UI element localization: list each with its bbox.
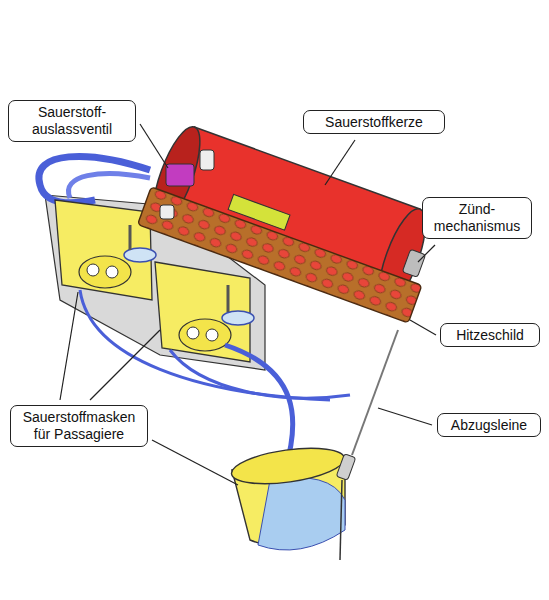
mask-housing-front xyxy=(179,319,231,351)
bracket-rod xyxy=(129,225,132,250)
pull-wire xyxy=(340,480,342,560)
callout-box: Sauerstoffkerze xyxy=(303,110,445,135)
callout-box: Abzugsleine xyxy=(437,413,541,438)
fitting-ring xyxy=(187,327,199,339)
leader-line xyxy=(410,320,436,335)
fitting xyxy=(200,150,214,170)
callout-box: Zünd- mechanismus xyxy=(422,197,532,239)
mask-housing-front xyxy=(79,256,131,288)
mask-rim xyxy=(229,442,346,490)
hose-coil xyxy=(124,248,156,262)
mask-bag xyxy=(258,478,345,551)
leader-line xyxy=(325,140,355,185)
callout-label: Sauerstoffmasken für Passagiere xyxy=(17,409,141,443)
leader-line xyxy=(140,124,168,168)
bracket-rod xyxy=(227,285,230,312)
callout-box: Hitzeschild xyxy=(440,323,540,348)
leader-line xyxy=(418,245,435,262)
mask-hose xyxy=(170,350,350,398)
mask-hose xyxy=(80,290,330,400)
leader-line xyxy=(152,440,238,485)
callout-box: Sauerstoff- auslassventil xyxy=(8,100,136,142)
callout-label: Zünd- mechanismus xyxy=(429,201,525,235)
outlet-valve xyxy=(166,164,194,186)
pull-line xyxy=(352,330,398,455)
oxygen-candle-group xyxy=(138,120,447,323)
hose-coil xyxy=(222,311,254,325)
fitting xyxy=(160,205,174,219)
leader-line xyxy=(60,292,78,400)
leader-line xyxy=(90,330,160,400)
ignition-mechanism xyxy=(402,249,425,277)
callout-label: Sauerstoff- auslassventil xyxy=(15,104,129,138)
callout-label: Hitzeschild xyxy=(447,327,533,344)
fitting-ring xyxy=(206,329,218,341)
fitting-ring xyxy=(87,264,99,276)
fitting-ring xyxy=(106,266,118,278)
heat-shield xyxy=(138,187,422,323)
callout-label: Sauerstoffkerze xyxy=(310,114,438,131)
callout-box: Sauerstoffmasken für Passagiere xyxy=(10,405,148,447)
callout-label: Abzugsleine xyxy=(444,417,534,434)
leader-line xyxy=(378,408,432,425)
oxygen-hose xyxy=(68,174,150,198)
oxygen-hose xyxy=(39,156,150,202)
pull-handle xyxy=(336,454,355,481)
